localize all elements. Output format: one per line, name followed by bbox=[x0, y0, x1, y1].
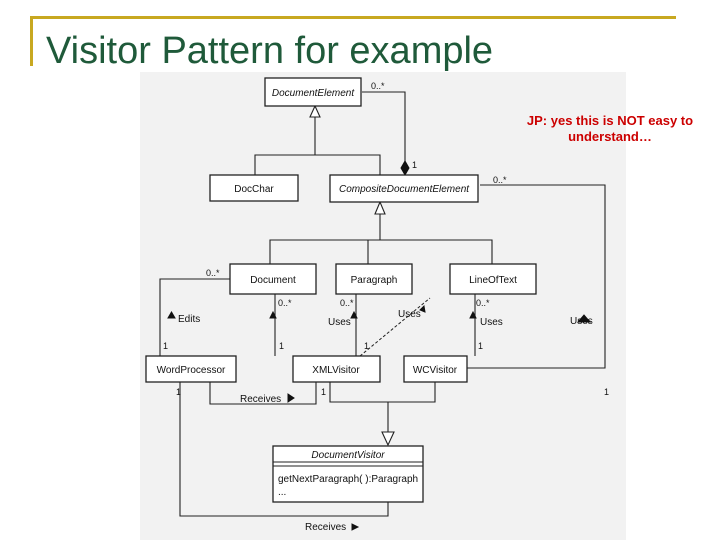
mult-lineoftext-many: 0..* bbox=[476, 298, 490, 308]
class-box-document bbox=[229, 263, 317, 295]
wcvisitor-generalization-line bbox=[387, 382, 436, 432]
uses-arrow-paragraph bbox=[350, 310, 358, 319]
class-box-document-visitor bbox=[272, 445, 424, 503]
class-box-composite-document-element bbox=[329, 174, 479, 203]
class-box-wc-visitor bbox=[403, 355, 468, 383]
mult-xmlvisitor-one-a: 1 bbox=[279, 341, 284, 351]
mult-receives-xmlvisitor: 1 bbox=[321, 387, 326, 397]
mult-wordprocessor-edits: 1 bbox=[163, 341, 168, 351]
receives-arrow-xmlvisitor bbox=[287, 393, 295, 403]
edits-arrow bbox=[167, 311, 176, 319]
mult-composite-many: 0..* bbox=[493, 175, 507, 185]
class-name-word-processor: WordProcessor bbox=[157, 365, 226, 376]
mult-paragraph-many: 0..* bbox=[340, 298, 354, 308]
uml-class-diagram: DocumentElement DocChar CompositeDocumen… bbox=[140, 72, 626, 540]
class-box-document-element bbox=[264, 77, 362, 107]
composite-generalization-line bbox=[315, 154, 381, 175]
class-box-line-of-text bbox=[449, 263, 537, 295]
uses-arrow-document bbox=[269, 310, 277, 319]
class-name-document-visitor: DocumentVisitor bbox=[311, 450, 385, 461]
xmlvisitor-uses-linedotext-line bbox=[359, 297, 431, 357]
label-uses-lineoftext: Uses bbox=[480, 317, 503, 328]
composite-aggregation-line bbox=[362, 91, 406, 161]
class-box-paragraph bbox=[335, 263, 413, 295]
label-uses-dashed: Uses bbox=[398, 309, 421, 320]
document-visitor-operation: getNextParagraph( ):Paragraph bbox=[278, 474, 418, 485]
document-visitor-more-ops: ... bbox=[278, 487, 286, 498]
slide-title: Visitor Pattern for example bbox=[46, 30, 494, 72]
class-box-xml-visitor bbox=[292, 355, 381, 383]
mult-document-element-many: 0..* bbox=[371, 81, 385, 91]
document-element-generalization-arrow bbox=[309, 104, 321, 118]
label-edits: Edits bbox=[178, 314, 200, 325]
wordprocessor-edits-line bbox=[159, 278, 230, 356]
composite-generalization-arrow bbox=[374, 200, 386, 215]
mult-document-visitor-many: 0..* bbox=[278, 298, 292, 308]
label-receives-documentvisitor: Receives bbox=[305, 522, 346, 533]
uses-arrow-composite bbox=[576, 314, 592, 323]
title-accent-bar bbox=[30, 16, 33, 66]
class-box-doc-char bbox=[209, 174, 299, 202]
mult-wordprocessor-receives: 1 bbox=[176, 387, 181, 397]
document-generalization-line bbox=[269, 239, 493, 264]
class-name-composite-document-element: CompositeDocumentElement bbox=[339, 184, 470, 195]
aggregation-diamond bbox=[400, 159, 410, 177]
receives-documentvisitor-line bbox=[179, 382, 389, 517]
class-name-wc-visitor: WCVisitor bbox=[413, 365, 458, 376]
uml-diagram-svg: DocumentElement DocChar CompositeDocumen… bbox=[145, 77, 609, 533]
class-name-doc-char: DocChar bbox=[234, 184, 274, 195]
mult-composite-one: 1 bbox=[412, 160, 417, 170]
class-box-word-processor bbox=[145, 355, 237, 383]
class-name-xml-visitor: XMLVisitor bbox=[312, 365, 360, 376]
xmlvisitor-generalization-line bbox=[329, 382, 388, 403]
wcvisitor-uses-line bbox=[467, 184, 606, 369]
instructor-note: JP: yes this is NOT easy to understand… bbox=[526, 113, 694, 144]
docchar-generalization-line bbox=[254, 117, 316, 175]
mult-wcvisitor-uses: 1 bbox=[604, 387, 609, 397]
title-accent-line bbox=[30, 16, 676, 19]
uses-arrow-lineoftext bbox=[469, 310, 477, 319]
class-name-document-element: DocumentElement bbox=[272, 88, 355, 99]
label-uses-document: Uses bbox=[328, 317, 351, 328]
receives-arrow-documentvisitor bbox=[351, 523, 360, 531]
document-visitor-generalization-arrow bbox=[381, 431, 395, 447]
class-name-line-of-text: LineOfText bbox=[469, 275, 517, 286]
mult-document-many: 0..* bbox=[206, 268, 220, 278]
class-name-paragraph: Paragraph bbox=[351, 275, 398, 286]
label-uses-composite: Uses bbox=[570, 316, 593, 327]
uses-arrow-dashed bbox=[419, 304, 426, 313]
label-receives-xmlvisitor: Receives bbox=[240, 394, 281, 405]
receives-xmlvisitor-line bbox=[209, 382, 317, 405]
mult-wcvisitor-one: 1 bbox=[478, 341, 483, 351]
mult-xmlvisitor-one-b: 1 bbox=[364, 341, 369, 351]
class-name-document: Document bbox=[250, 275, 296, 286]
